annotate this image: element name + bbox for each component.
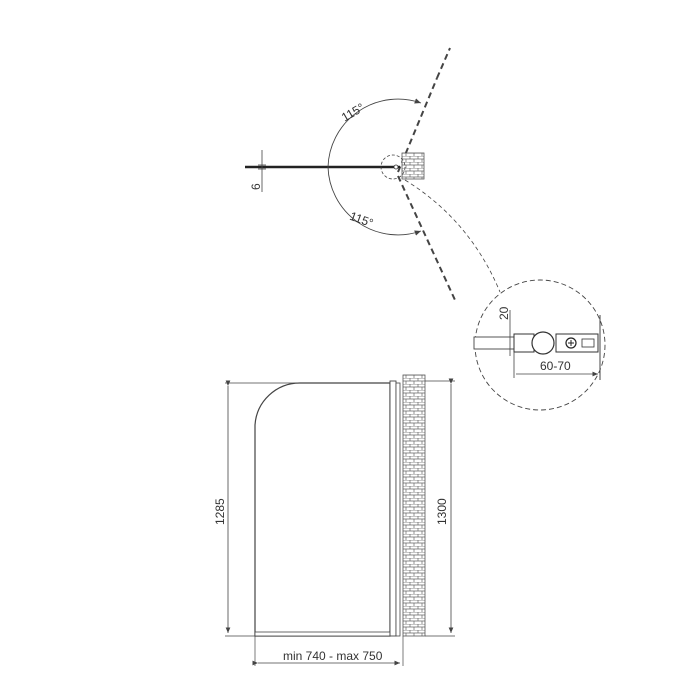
wall-elevation bbox=[402, 374, 426, 637]
thickness-label: 6 bbox=[249, 183, 263, 190]
bracket-body bbox=[513, 333, 535, 353]
wall-profile bbox=[389, 380, 397, 637]
screw-cross bbox=[568, 340, 574, 346]
detail-glass bbox=[473, 336, 515, 350]
bracket-hinge-ring bbox=[531, 331, 555, 355]
open-position-line-bottom bbox=[397, 175, 456, 301]
angle-arc-top bbox=[327, 98, 422, 168]
open-position-line-top bbox=[397, 77, 438, 173]
hinge-pin bbox=[393, 164, 399, 170]
hinge-detail-circle bbox=[380, 154, 406, 180]
glass-height-label: 1285 bbox=[213, 498, 227, 525]
overall-height-label: 1300 bbox=[435, 498, 449, 525]
bracket-detail-view: 20 60-70 bbox=[473, 279, 606, 411]
bracket-slot bbox=[581, 338, 595, 348]
glass-panel-elevation bbox=[254, 382, 391, 637]
bracket-width-label: 60-70 bbox=[540, 359, 571, 373]
width-range-label: min 740 - max 750 bbox=[283, 649, 383, 663]
elevation-view: 1285 1300 min 740 - max 750 bbox=[213, 374, 455, 666]
bracket-plate bbox=[555, 333, 599, 353]
bottom-rail bbox=[254, 631, 391, 637]
wall-plan bbox=[401, 152, 425, 180]
open-position-line-top-ext bbox=[436, 47, 451, 79]
angle-label-bottom: 115° bbox=[348, 209, 375, 230]
detail-leader bbox=[404, 179, 501, 293]
wall-profile-inner bbox=[395, 382, 401, 637]
plan-view: 115° 115° 6 bbox=[245, 47, 501, 301]
angle-arc-bottom bbox=[327, 166, 422, 236]
bracket-height-label: 20 bbox=[497, 306, 511, 320]
angle-label-top: 115° bbox=[339, 100, 367, 124]
